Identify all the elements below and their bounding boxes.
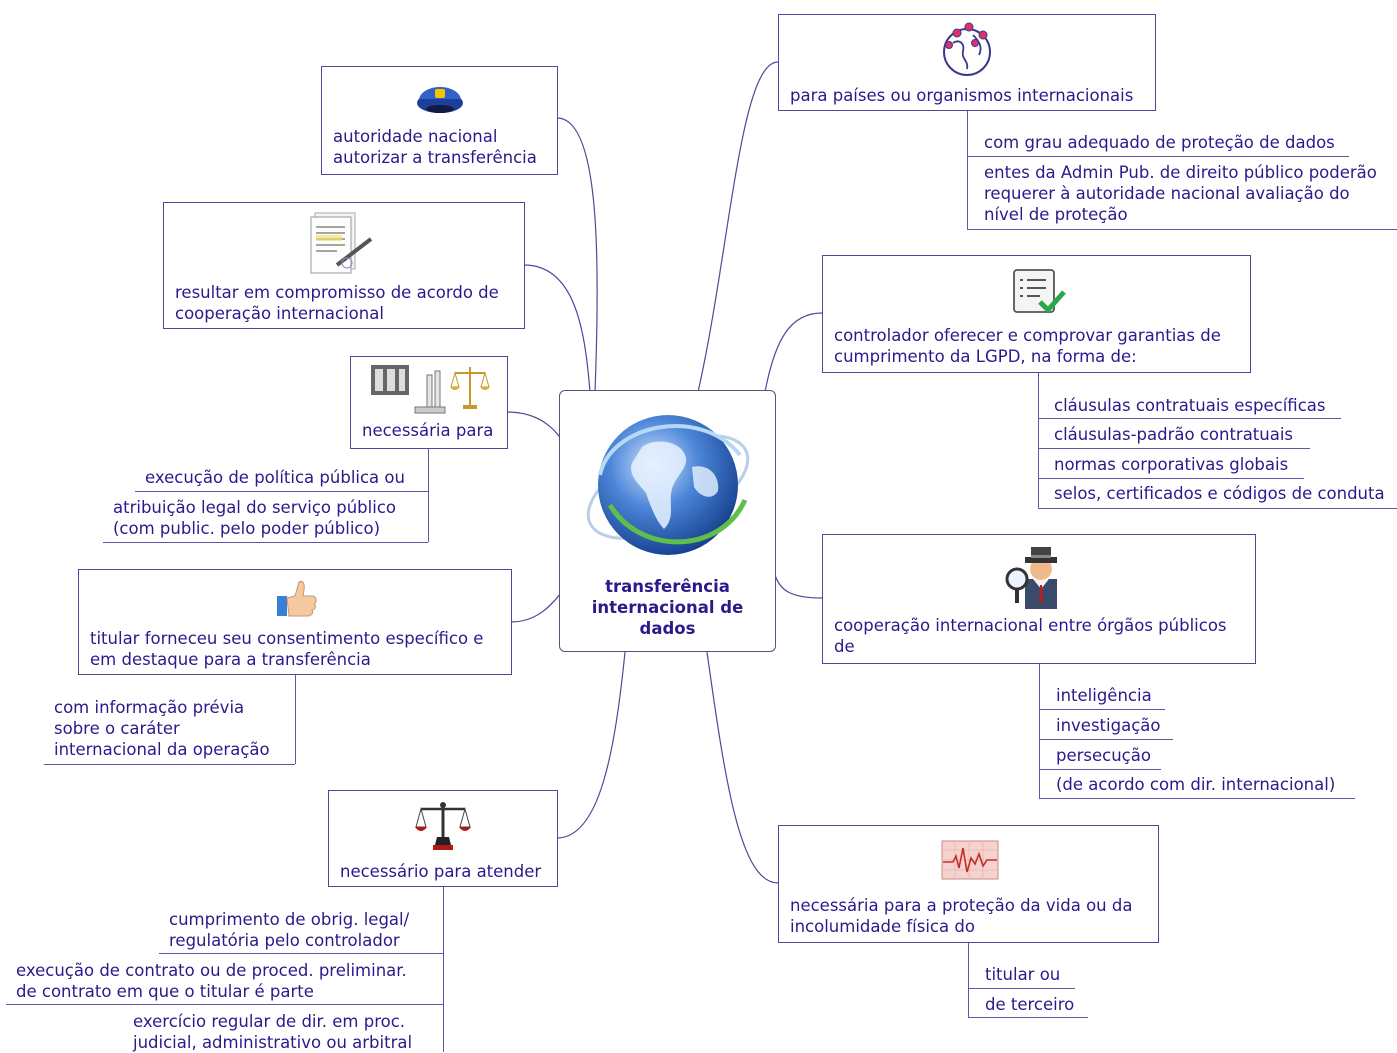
signed-document-icon bbox=[310, 212, 373, 274]
leaf-execucao-contrato[interactable]: execução de contrato ou de proced. preli… bbox=[16, 961, 407, 1001]
justice-scales-icon bbox=[415, 802, 471, 850]
leaf-informacao-previa[interactable]: com informação prévia sobre o caráter in… bbox=[54, 698, 270, 759]
leaf-de-terceiro[interactable]: de terceiro bbox=[985, 995, 1075, 1014]
leaf-normas-corporativas[interactable]: normas corporativas globais bbox=[1054, 455, 1289, 474]
leaf-investigacao[interactable]: investigação bbox=[1056, 716, 1161, 735]
leaf-cumprimento-obrigacao[interactable]: cumprimento de obrig. legal/ regulatória… bbox=[169, 910, 410, 950]
thumbs-up-icon bbox=[277, 581, 317, 617]
leaf-dir-internacional[interactable]: (de acordo com dir. internacional) bbox=[1056, 775, 1336, 794]
node-paises-label: para países ou organismos internacionais bbox=[790, 86, 1134, 105]
connector-paises bbox=[697, 61, 779, 393]
node-compromisso[interactable]: resultar em compromisso de acordo de coo… bbox=[163, 202, 525, 329]
police-cap-icon bbox=[417, 87, 463, 113]
leaf-selos-certificados[interactable]: selos, certificados e códigos de conduta bbox=[1054, 484, 1385, 503]
leaf-grau-adequado[interactable]: com grau adequado de proteção de dados bbox=[984, 133, 1335, 152]
heartbeat-icon bbox=[941, 840, 999, 880]
connector-vida bbox=[706, 651, 779, 884]
globe-icon bbox=[586, 415, 750, 555]
node-necessaria-label: necessária para bbox=[362, 421, 494, 440]
node-cooperacao-internacional[interactable]: cooperação internacional entre órgãos pú… bbox=[822, 534, 1256, 664]
node-consentimento[interactable]: titular forneceu seu consentimento espec… bbox=[78, 569, 512, 675]
node-garantias-label: controlador oferecer e comprovar garanti… bbox=[834, 326, 1221, 366]
connector-garantias bbox=[764, 312, 823, 393]
leaf-execucao-politica[interactable]: execução de política pública ou bbox=[145, 468, 405, 487]
connector-cooperacao bbox=[774, 574, 823, 599]
leaf-clausulas-padrao[interactable]: cláusulas-padrão contratuais bbox=[1054, 425, 1294, 444]
law-building-scales-icon bbox=[371, 365, 490, 414]
node-necessario-atender[interactable]: necessário para atender bbox=[328, 790, 558, 887]
node-protecao-vida[interactable]: necessária para a proteção da vida ou da… bbox=[778, 825, 1159, 943]
leaf-clausulas-especificas[interactable]: cláusulas contratuais específicas bbox=[1054, 396, 1326, 415]
node-necessaria-para[interactable]: necessária para bbox=[350, 356, 508, 449]
node-consentimento-label: titular forneceu seu consentimento espec… bbox=[90, 629, 484, 669]
connector-atender bbox=[556, 651, 626, 839]
node-autoridade-label: autoridade nacional autorizar a transfer… bbox=[333, 127, 537, 167]
leaf-exercicio-regular[interactable]: exercício regular de dir. em proc. judic… bbox=[133, 1012, 413, 1052]
node-vida-label: necessária para a proteção da vida ou da… bbox=[790, 896, 1133, 936]
leaf-persecucao[interactable]: persecução bbox=[1056, 746, 1151, 765]
connector-consentimento bbox=[510, 591, 563, 623]
leaf-titular-ou[interactable]: titular ou bbox=[985, 965, 1061, 984]
connector-necessaria bbox=[506, 411, 563, 441]
node-autoridade-nacional[interactable]: autoridade nacional autorizar a transfer… bbox=[321, 66, 558, 175]
world-locations-icon bbox=[943, 22, 991, 76]
connector-autoridade bbox=[556, 117, 598, 393]
central-topic-title: transferência internacional de dados bbox=[591, 577, 744, 638]
node-atender-label: necessário para atender bbox=[340, 862, 542, 881]
leaf-inteligencia[interactable]: inteligência bbox=[1056, 686, 1152, 705]
central-topic[interactable]: transferência internacional de dados bbox=[559, 390, 776, 652]
node-paises-organismos[interactable]: para países ou organismos internacionais bbox=[778, 14, 1156, 111]
checklist-icon bbox=[1013, 269, 1066, 314]
leaf-entes-admin-pub[interactable]: entes da Admin Pub. de direito público p… bbox=[984, 163, 1377, 224]
node-garantias-lgpd[interactable]: controlador oferecer e comprovar garanti… bbox=[822, 255, 1251, 373]
node-compromisso-label: resultar em compromisso de acordo de coo… bbox=[175, 283, 499, 323]
detective-icon bbox=[1005, 547, 1057, 609]
node-cooperacao-label: cooperação internacional entre órgãos pú… bbox=[834, 616, 1227, 656]
connector-compromisso bbox=[523, 264, 591, 393]
leaf-atribuicao-legal[interactable]: atribuição legal do serviço público (com… bbox=[113, 498, 396, 538]
